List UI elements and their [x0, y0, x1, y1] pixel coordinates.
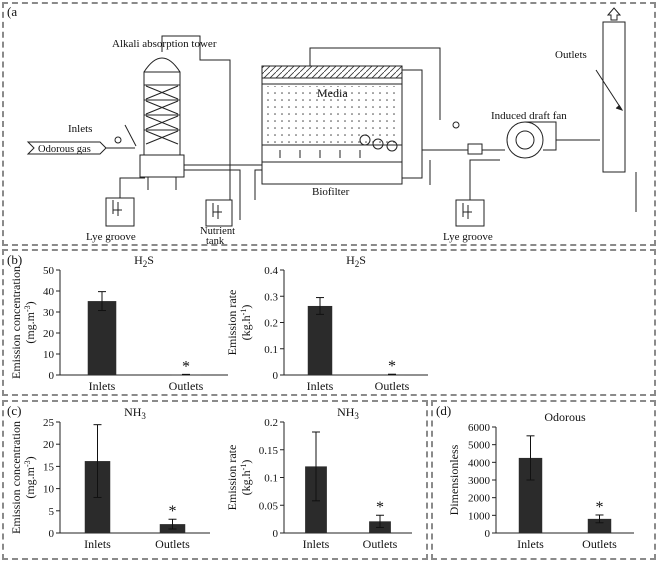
y-tick-label: 0.4	[264, 265, 278, 277]
y-tick-label: 1000	[468, 510, 491, 522]
x-tick-label: Inlets	[84, 537, 111, 551]
x-tick-label: Inlets	[89, 379, 116, 393]
y-axis-label: Emission rate	[225, 445, 239, 511]
y-tick-label: 10	[43, 349, 55, 361]
y-tick-label: 30	[43, 307, 55, 319]
lye-groove-left	[105, 197, 135, 227]
y-tick-label: 0	[273, 528, 279, 540]
x-tick-label: Inlets	[517, 537, 544, 551]
y-tick-label: 15	[43, 461, 55, 473]
bar-outlets	[587, 518, 612, 533]
x-tick-label: Outlets	[582, 537, 617, 551]
y-tick-label: 40	[43, 286, 55, 298]
significance-mark: *	[376, 499, 384, 516]
biofilter	[254, 47, 441, 200]
y-tick-label: 20	[43, 328, 55, 340]
y-axis-unit: (kg.h-1)	[239, 305, 253, 341]
y-axis-unit: (mg.m-3)	[23, 301, 37, 343]
x-tick-label: Outlets	[375, 379, 410, 393]
stack	[595, 7, 637, 212]
label-lye-groove-left: Lye groove	[86, 231, 136, 243]
y-tick-label: 6000	[468, 422, 491, 434]
nutrient-tank	[205, 199, 233, 227]
y-tick-label: 3000	[468, 475, 491, 487]
x-tick-label: Outlets	[363, 537, 398, 551]
y-tick-label: 5000	[468, 440, 491, 452]
label-outlets: Outlets	[555, 49, 587, 61]
panel-a	[2, 2, 656, 246]
label-nutrient-1: Nutrient	[200, 226, 235, 237]
significance-mark: *	[169, 503, 177, 520]
x-tick-label: Outlets	[155, 537, 190, 551]
y-tick-label: 5	[49, 506, 55, 518]
y-axis-label: Emission concentration	[9, 421, 23, 534]
panel-label-c: (c)	[7, 403, 22, 418]
y-tick-label: 0.1	[264, 473, 278, 485]
panel-c	[2, 400, 428, 560]
y-axis-unit: (mg.m-3)	[23, 456, 37, 498]
significance-mark: *	[182, 358, 190, 375]
y-tick-label: 0	[485, 528, 491, 540]
panel-label-b: (b)	[7, 252, 23, 267]
y-tick-label: 4000	[468, 457, 491, 469]
panel-label-a: (a	[7, 4, 18, 19]
bar-inlets	[307, 305, 333, 375]
chart-title: H2S	[346, 253, 366, 269]
chart-title: H2S	[134, 253, 154, 269]
significance-mark: *	[596, 499, 604, 516]
process-diagram: Alkali absorption tower Inlets Odorous g…	[26, 7, 637, 247]
x-tick-label: Outlets	[169, 379, 204, 393]
y-tick-label: 25	[43, 417, 55, 429]
y-tick-label: 0.1	[264, 344, 278, 356]
y-tick-label: 0.05	[259, 500, 279, 512]
y-tick-label: 0.2	[264, 417, 278, 429]
lye-groove-right	[455, 199, 485, 227]
y-tick-label: 50	[43, 265, 55, 277]
y-axis-label: Emission concentration	[9, 266, 23, 379]
induced-draft-fan	[506, 121, 600, 159]
absorption-tower	[139, 42, 185, 190]
x-tick-label: Inlets	[307, 379, 334, 393]
y-tick-label: 0	[49, 528, 55, 540]
y-tick-label: 10	[43, 484, 55, 496]
y-axis-label: Dimensionless	[447, 444, 461, 515]
y-tick-label: 20	[43, 439, 55, 451]
chart-title: Odorous	[544, 410, 586, 424]
bar-inlets	[87, 301, 117, 375]
chart-title: NH3	[124, 405, 146, 421]
y-tick-label: 0	[273, 370, 279, 382]
panel-d	[431, 400, 656, 560]
y-tick-label: 0.2	[264, 318, 278, 330]
y-tick-label: 0.15	[259, 445, 279, 457]
panel-label-d: (d)	[436, 403, 452, 418]
label-lye-groove-right: Lye groove	[443, 231, 493, 243]
y-axis-label: Emission rate	[225, 290, 239, 356]
label-media: Media	[317, 86, 348, 100]
x-tick-label: Inlets	[303, 537, 330, 551]
label-fan: Induced draft fan	[491, 110, 567, 122]
label-biofilter: Biofilter	[312, 186, 350, 198]
y-tick-label: 2000	[468, 493, 491, 505]
y-tick-label: 0.3	[264, 291, 278, 303]
label-tower: Alkali absorption tower	[112, 38, 217, 50]
chart-title: NH3	[337, 405, 359, 421]
label-inlets: Inlets	[68, 123, 92, 135]
label-odorous-gas: Odorous gas	[38, 144, 91, 155]
y-tick-label: 0	[49, 370, 55, 382]
significance-mark: *	[388, 358, 396, 375]
bar-inlets	[518, 457, 543, 533]
label-nutrient-2: tank	[206, 236, 225, 247]
panel-b	[2, 249, 656, 396]
odorous-gas-arrow	[26, 141, 107, 155]
y-axis-unit: (kg.h-1)	[239, 460, 253, 496]
